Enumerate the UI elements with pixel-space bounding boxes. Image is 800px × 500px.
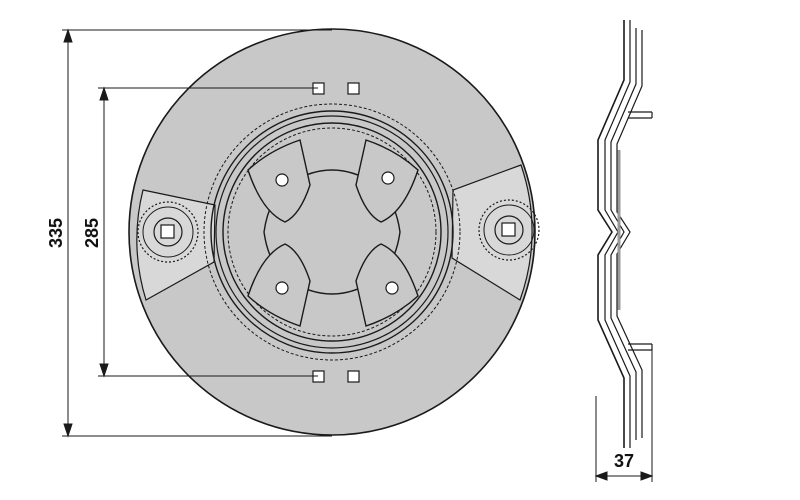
right-coil — [478, 199, 540, 261]
ring-2 — [215, 115, 449, 349]
left-coil — [137, 201, 199, 263]
left-wedge — [136, 189, 216, 301]
side-view — [597, 20, 653, 448]
dimension-thickness-label: 37 — [614, 451, 634, 471]
lug-top-left — [247, 139, 311, 223]
lug-bottom-left — [247, 243, 311, 327]
ring-outer-dashed — [203, 103, 461, 361]
dimension-outer — [62, 28, 332, 438]
dimension-thickness — [594, 350, 654, 482]
ring-3 — [222, 122, 442, 342]
dimension-outer-label: 335 — [46, 218, 66, 248]
ring-inner-dashed — [227, 127, 437, 337]
ring-1 — [210, 110, 454, 354]
front-view — [128, 28, 540, 436]
square-hole-top-right — [347, 82, 360, 95]
dimension-bolt-spacing — [98, 86, 318, 378]
lug-bottom-right — [355, 243, 419, 327]
square-hole-bottom-right — [347, 370, 360, 383]
dimension-bolt-spacing-label: 285 — [82, 218, 102, 248]
lug-top-right — [355, 139, 419, 223]
